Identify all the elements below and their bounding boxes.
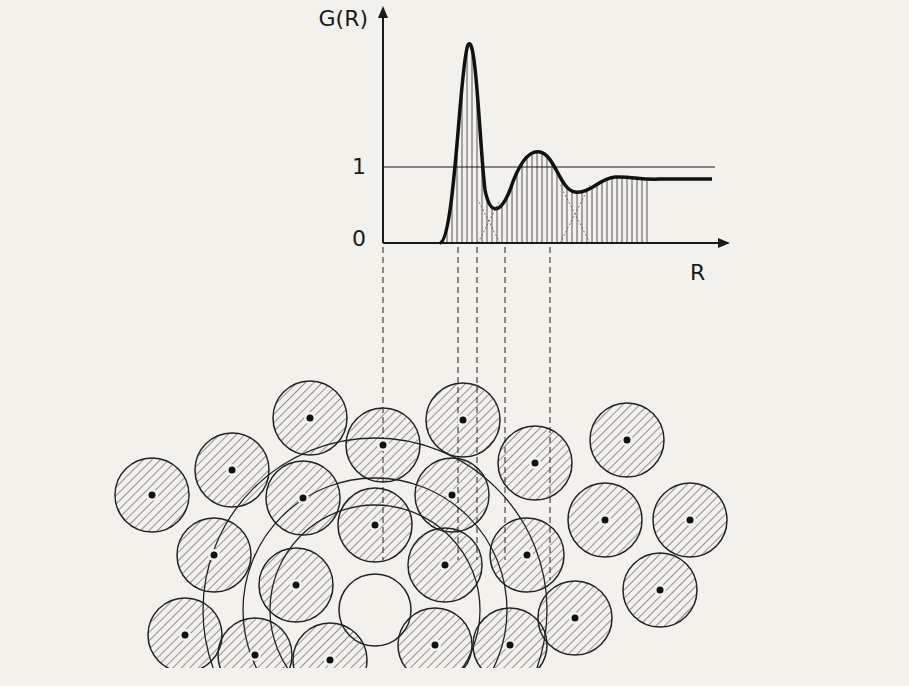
axis-label: R — [690, 262, 705, 284]
atom-center-ground — [439, 559, 451, 571]
atom-center-ground — [369, 519, 381, 531]
atom — [195, 433, 269, 507]
atom-center — [442, 562, 449, 569]
atom-center — [602, 517, 609, 524]
atom-center-ground — [226, 464, 238, 476]
axis-label: 0 — [352, 228, 366, 250]
atom-center — [460, 417, 467, 424]
atom-center — [657, 587, 664, 594]
atom-center-ground — [324, 654, 336, 666]
atom — [590, 403, 664, 477]
x-axis — [383, 242, 728, 244]
atom — [623, 553, 697, 627]
atom-center-ground — [249, 649, 261, 661]
atom-center — [507, 642, 514, 649]
atom — [148, 598, 222, 668]
atom — [538, 581, 612, 655]
atom — [653, 483, 727, 557]
atom-center-ground — [684, 514, 696, 526]
atom — [338, 488, 412, 562]
atom-center — [149, 492, 156, 499]
axis-label: 1 — [352, 156, 366, 178]
atom-center — [293, 582, 300, 589]
atom-center — [300, 495, 307, 502]
atom-center — [229, 467, 236, 474]
atom — [426, 383, 500, 457]
atom-center — [252, 652, 259, 659]
atom-center-ground — [377, 439, 389, 451]
atom-center-ground — [654, 584, 666, 596]
atom-center-ground — [599, 514, 611, 526]
atom-center — [327, 657, 334, 664]
unity-line — [383, 166, 715, 167]
atom — [398, 608, 472, 668]
y-axis — [382, 8, 384, 243]
atom — [266, 461, 340, 535]
atom — [273, 381, 347, 455]
atom-center — [432, 642, 439, 649]
atom — [568, 483, 642, 557]
atom — [490, 518, 564, 592]
atoms — [115, 381, 727, 668]
overlap-marks — [478, 185, 590, 243]
atom-center — [572, 615, 579, 622]
atom-center — [380, 442, 387, 449]
atom — [259, 548, 333, 622]
atom-center-ground — [179, 629, 191, 641]
atom — [408, 528, 482, 602]
atom-center-ground — [146, 489, 158, 501]
atom-center — [372, 522, 379, 529]
atom — [218, 618, 292, 668]
hatched-area — [440, 44, 650, 243]
atom-center — [532, 460, 539, 467]
atom-center-ground — [429, 639, 441, 651]
atom — [473, 608, 547, 668]
atom-center-ground — [297, 492, 309, 504]
atom — [415, 458, 489, 532]
atom-center-ground — [457, 414, 469, 426]
gr-curve — [440, 44, 712, 243]
atom-center-ground — [569, 612, 581, 624]
atom-center-ground — [304, 412, 316, 424]
atom-center — [524, 552, 531, 559]
atom-center-ground — [621, 434, 633, 446]
atom-center-ground — [504, 639, 516, 651]
atom-center-ground — [208, 549, 220, 561]
atom-center-ground — [446, 489, 458, 501]
axis-label: G(R) — [319, 8, 369, 30]
atom — [293, 623, 367, 668]
atom-center-ground — [529, 457, 541, 469]
atom-center — [624, 437, 631, 444]
atom-center — [449, 492, 456, 499]
atom — [346, 408, 420, 482]
atom-center — [687, 517, 694, 524]
atom-center-ground — [521, 549, 533, 561]
atom-center — [211, 552, 218, 559]
atom — [115, 458, 189, 532]
atom — [177, 518, 251, 592]
atom-center — [307, 415, 314, 422]
atom-center-ground — [290, 579, 302, 591]
atom-center — [182, 632, 189, 639]
atom — [498, 426, 572, 500]
